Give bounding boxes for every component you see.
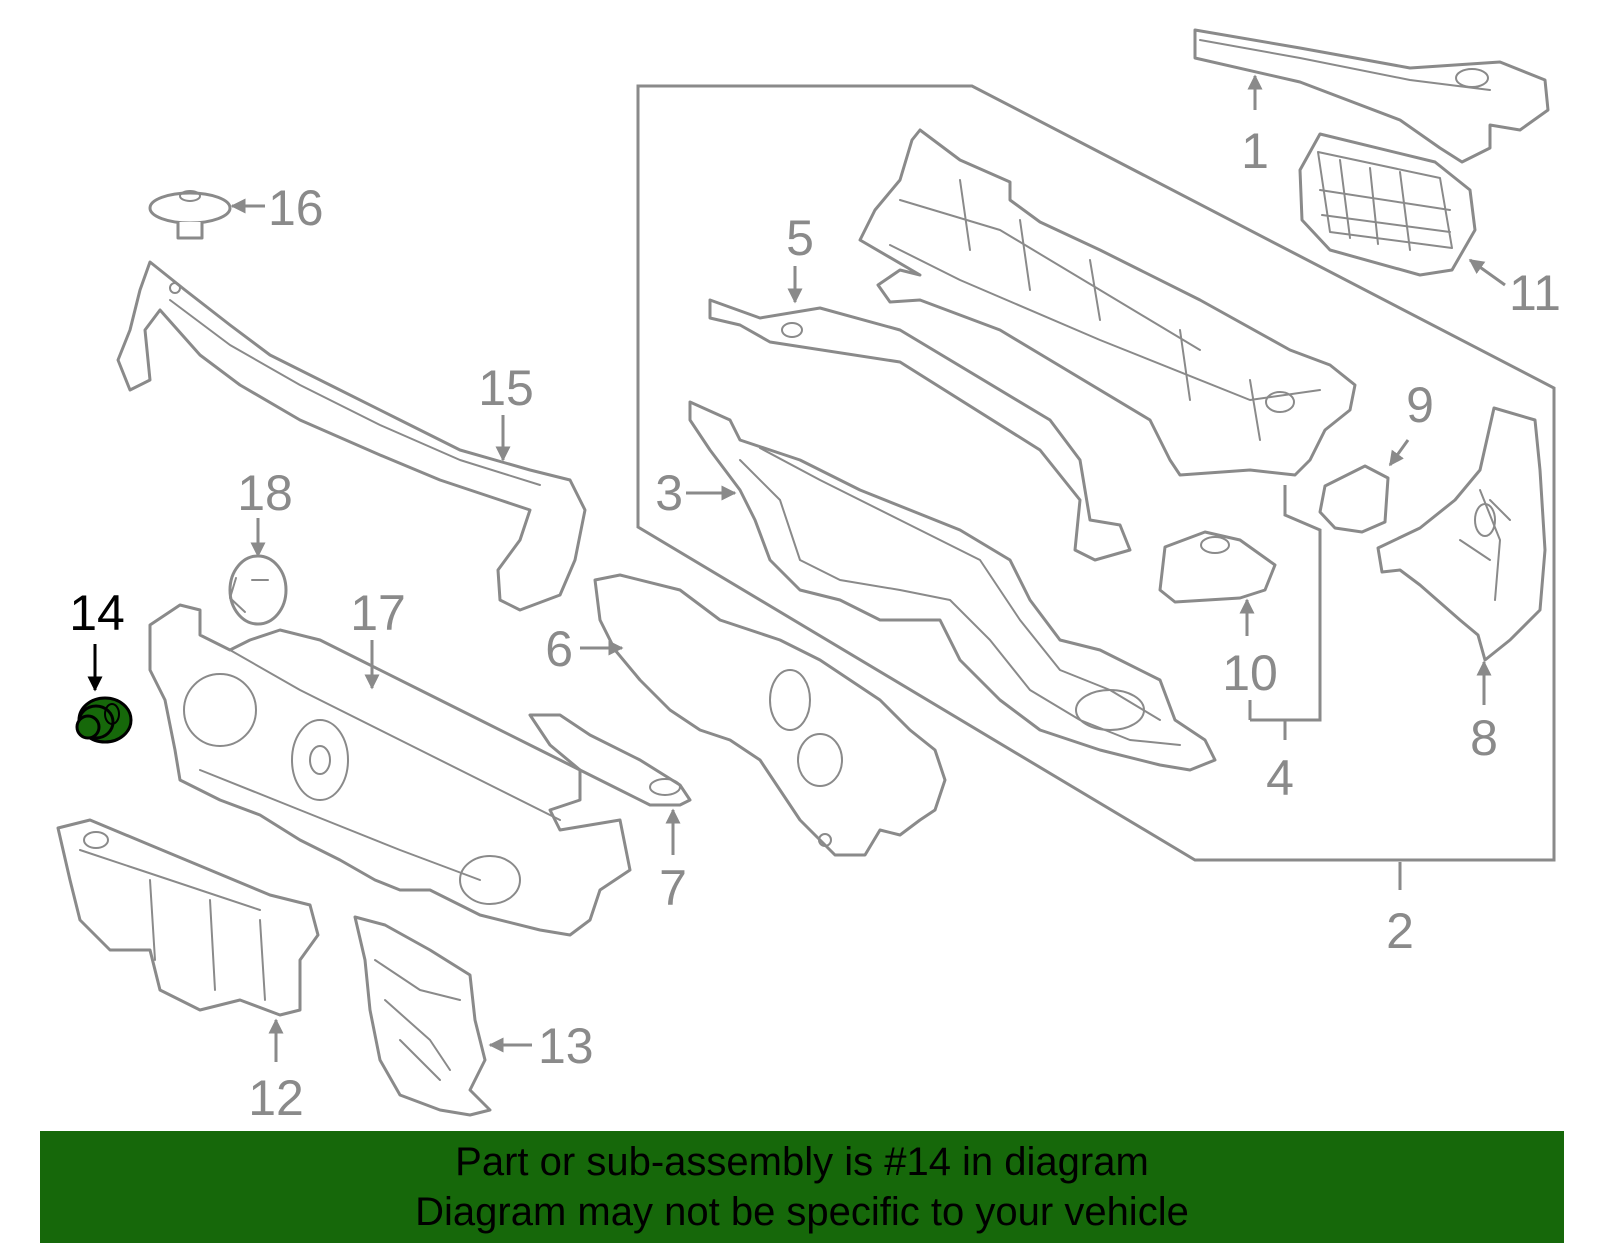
callout-3: 3 <box>655 465 683 521</box>
callout-5: 5 <box>786 210 814 266</box>
callout-7: 7 <box>659 860 687 916</box>
callout-6: 6 <box>545 621 573 677</box>
leader-4b <box>1248 700 1287 740</box>
part-5-cowl-panel <box>708 298 1132 562</box>
callout-4: 4 <box>1266 750 1294 806</box>
part-10-bracket <box>1158 530 1277 604</box>
callout-12: 12 <box>248 1070 304 1126</box>
part-12-insulator <box>56 818 320 1017</box>
leader-11 <box>1468 258 1506 287</box>
part-13-insulator <box>353 915 492 1117</box>
leader-9 <box>1388 439 1410 467</box>
part-4-upper-cowl <box>858 128 1357 477</box>
callout-15: 15 <box>478 360 534 416</box>
part-1-cowl-top <box>1193 28 1550 164</box>
leader-4 <box>1250 485 1322 722</box>
banner-line-2: Diagram may not be specific to your vehi… <box>415 1190 1189 1234</box>
callout-17: 17 <box>350 585 406 641</box>
callout-11: 11 <box>1509 265 1561 321</box>
part-11-grille <box>1298 132 1477 277</box>
banner-line-1: Part or sub-assembly is #14 in diagram <box>455 1140 1149 1184</box>
part-15-cross-member <box>116 260 587 612</box>
part-9-bracket <box>1318 464 1390 534</box>
part-3-lower-cowl <box>688 400 1217 772</box>
part-6-insulator <box>593 573 947 857</box>
callout-14: 14 <box>69 585 125 641</box>
callout-13: 13 <box>538 1018 594 1074</box>
info-banner: Part or sub-assembly is #14 in diagram D… <box>40 1131 1564 1243</box>
part-18-plug <box>228 554 288 626</box>
callout-9: 9 <box>1406 377 1434 433</box>
callout-2: 2 <box>1386 903 1414 959</box>
part-16-clip <box>148 190 232 240</box>
callout-1: 1 <box>1241 123 1269 179</box>
part-17-dash-panel <box>148 603 632 937</box>
part-8-side-bracket <box>1376 406 1547 662</box>
part-14-pushpin[interactable] <box>75 696 133 744</box>
callout-10: 10 <box>1222 645 1278 701</box>
assembly-outline-2 <box>636 84 1556 862</box>
callout-8: 8 <box>1470 710 1498 766</box>
callout-18: 18 <box>237 465 293 521</box>
callout-16: 16 <box>268 180 324 236</box>
